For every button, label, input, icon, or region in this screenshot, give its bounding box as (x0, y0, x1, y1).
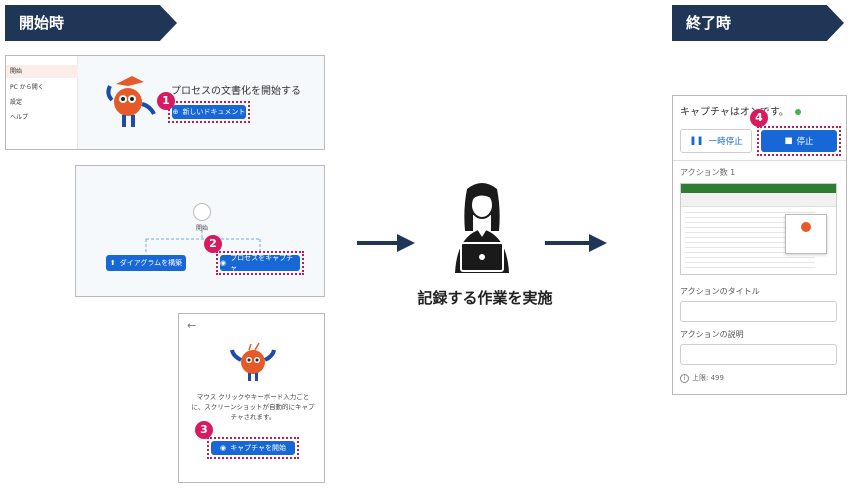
flow-arrow-right (545, 234, 607, 252)
panel-capture-running: キャプチャはオンです。 ❚❚ 一時停止 ■ 停止 4 アクション数 1 アクショ… (672, 95, 847, 395)
menu-item-open-pc[interactable]: PC から開く (10, 82, 44, 91)
step-badge-1: 1 (157, 92, 175, 110)
thumb-mascot-icon (801, 222, 811, 232)
info-icon: i (680, 373, 689, 383)
record-icon: ◉ (219, 444, 227, 452)
capture-process-button[interactable]: ◉ プロセスをキャプチャ (220, 254, 300, 272)
step-badge-4: 4 (750, 109, 768, 127)
new-document-label: 新しいドキュメント (182, 108, 246, 116)
side-menu: 開始 PC から開く 設定 ヘルプ (6, 56, 78, 149)
highlight-frame-1 (168, 101, 250, 123)
screenshot-thumbnail[interactable] (680, 183, 837, 275)
panel-start-document: 開始 PC から開く 設定 ヘルプ プロセスの文書化を開始する ⊕ 新しいドキュ… (5, 55, 325, 150)
limit-row: i 上限: 499 (680, 373, 724, 383)
menu-item-label: ヘルプ (10, 114, 29, 121)
banner-end-label: 終了時 (686, 14, 732, 32)
camera-icon: ◉ (220, 259, 227, 267)
build-diagram-label: ダイアグラムを構築 (119, 259, 183, 267)
panel-start-capture: ← マウス クリックやキーボード入力ごとに、スクリーンショットが自動的にキャプチ… (178, 313, 325, 483)
limit-text: 上限: 499 (692, 374, 724, 382)
start-node-label: 開始 (196, 225, 209, 232)
action-title-label: アクションのタイトル (680, 287, 760, 296)
menu-item-label: PC から開く (10, 84, 44, 91)
action-description-label: アクションの説明 (680, 330, 744, 339)
menu-item-label: 設定 (10, 99, 23, 106)
person-at-laptop-icon (455, 183, 509, 273)
step-badge-3: 3 (195, 421, 213, 439)
menu-item-label: 開始 (10, 68, 23, 75)
start-capture-button[interactable]: ◉ キャプチャを開始 (211, 441, 295, 455)
capture-status-text: キャプチャはオンです。 (680, 107, 789, 118)
mascot-capture-illustration (230, 342, 276, 381)
panel-capture-choice: 開始 ⬆ ダイアグラムを構築 ◉ プロセスをキャプチャ 2 (75, 165, 325, 297)
connector-lines (145, 230, 261, 252)
stop-button[interactable]: ■ 停止 (761, 130, 837, 152)
status-dot-icon (795, 109, 802, 115)
mascot-illustration (106, 76, 156, 127)
thumb-ribbon (681, 184, 836, 193)
highlight-frame-2 (216, 251, 304, 275)
back-arrow-icon[interactable]: ← (187, 319, 197, 332)
capture-description: マウス クリックやキーボード入力ごとに、スクリーンショットが自動的にキャプチャさ… (191, 393, 315, 421)
start-node (193, 203, 211, 221)
banner-start: 開始時 (5, 5, 177, 41)
pause-icon: ❚❚ (689, 136, 704, 146)
start-heading: プロセスの文書化を開始する (171, 86, 301, 97)
highlight-frame-4 (757, 126, 841, 156)
diagram-icon: ⬆ (109, 259, 116, 267)
thumb-dialog (785, 214, 827, 254)
action-description-input[interactable] (680, 344, 837, 365)
new-document-button[interactable]: ⊕ 新しいドキュメント (172, 105, 246, 119)
capture-status: キャプチャはオンです。 (680, 103, 802, 118)
pause-button[interactable]: ❚❚ 一時停止 (680, 129, 752, 153)
action-count: アクション数 1 (680, 168, 736, 177)
step-badge-2: 2 (204, 235, 222, 253)
menu-item-help[interactable]: ヘルプ (10, 112, 28, 121)
action-title-input[interactable] (680, 301, 837, 322)
stop-icon: ■ (784, 136, 793, 146)
build-diagram-button[interactable]: ⬆ ダイアグラムを構築 (106, 255, 186, 271)
banner-end: 終了時 (672, 5, 844, 41)
center-caption: 記録する作業を実施 (417, 289, 553, 307)
menu-item-settings[interactable]: 設定 (10, 97, 22, 106)
stop-label: 停止 (796, 137, 814, 147)
pause-label: 一時停止 (708, 137, 743, 147)
menu-item-start[interactable]: 開始 (6, 65, 78, 78)
capture-process-label: プロセスをキャプチャ (230, 254, 294, 272)
plus-icon: ⊕ (172, 108, 179, 116)
thumb-toolbar (681, 193, 836, 207)
banner-start-label: 開始時 (19, 14, 65, 32)
highlight-frame-3 (207, 437, 299, 459)
flow-arrow-left (357, 234, 415, 252)
divider (673, 160, 846, 161)
start-capture-label: キャプチャを開始 (230, 444, 287, 452)
